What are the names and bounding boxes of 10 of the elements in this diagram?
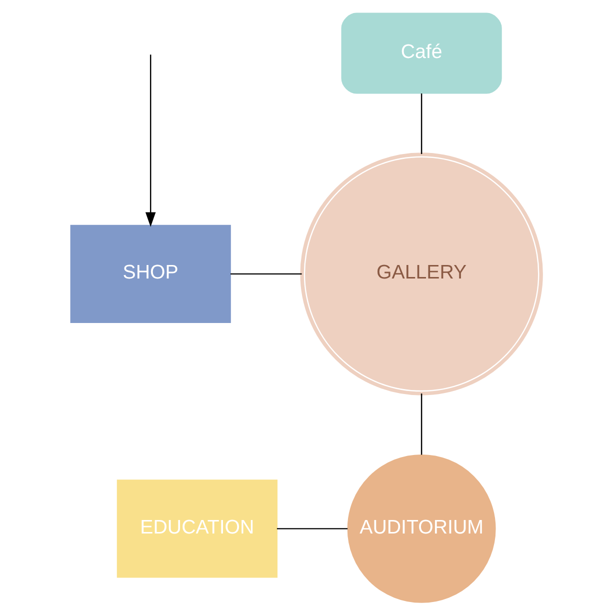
- node-circle: AUDITORIUM: [347, 454, 496, 603]
- node-box: SHOP: [70, 224, 231, 323]
- arrow: [145, 54, 156, 227]
- connector: [230, 273, 302, 275]
- node-circle: GALLERY: [300, 152, 543, 396]
- connector: [276, 528, 348, 530]
- node-box: Café: [341, 12, 502, 94]
- node-box: EDUCATION: [116, 480, 278, 578]
- connector: [420, 94, 422, 154]
- connector: [420, 394, 422, 455]
